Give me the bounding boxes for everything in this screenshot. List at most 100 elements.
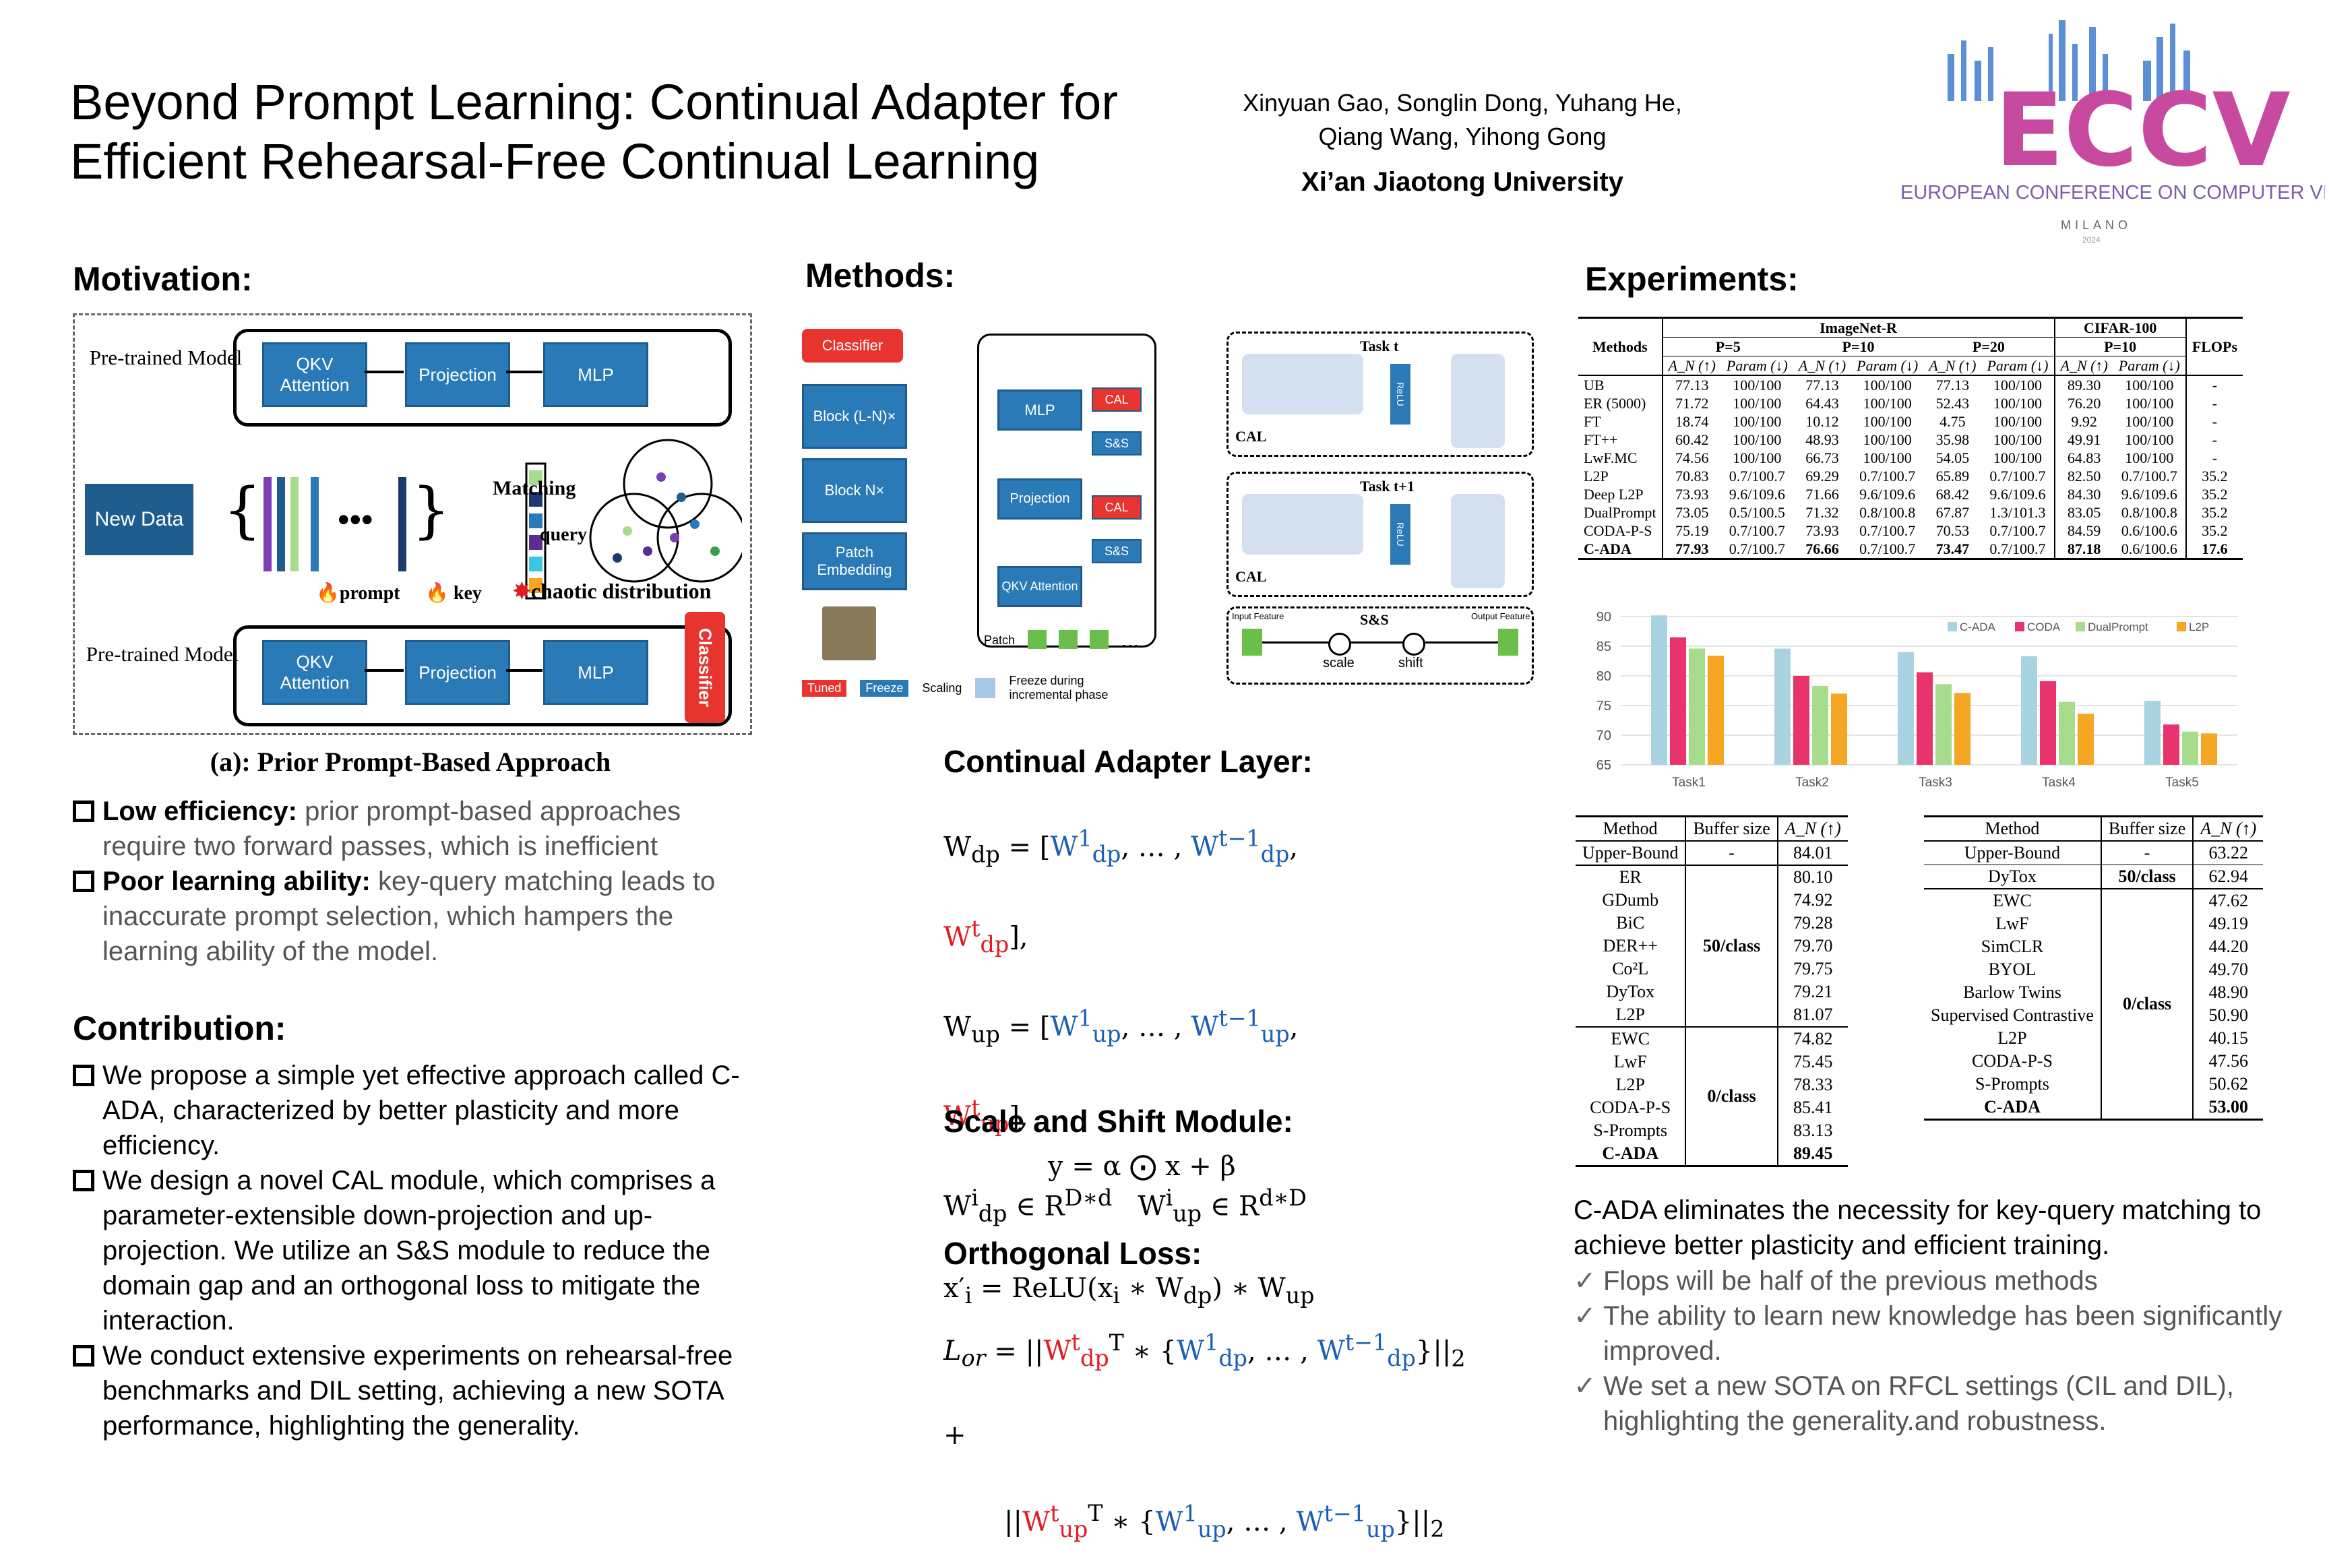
y-tick-label: 80 bbox=[1596, 669, 1611, 684]
flame-icon: 🔥 bbox=[425, 583, 454, 604]
task-t1-panel: Task t+1 ReLU CAL bbox=[1226, 472, 1534, 597]
eccv-year: 2024 bbox=[2082, 235, 2101, 245]
patch-label: Patch bbox=[984, 633, 1016, 647]
mlp-block-top: MLP bbox=[543, 342, 648, 407]
bar-c-ada bbox=[1898, 652, 1914, 765]
or-heading: Orthogonal Loss: bbox=[943, 1236, 1202, 1271]
poster-title: Beyond Prompt Learning: Continual Adapte… bbox=[70, 74, 1118, 189]
diagram-caption: (a): Prior Prompt-Based Approach bbox=[210, 747, 611, 777]
x-tick-label: Task3 bbox=[1919, 776, 1952, 790]
svg-text:{: { bbox=[223, 475, 261, 546]
wdp-equation: Wdp = [W1dp, … , Wt−1dp, Wtdp], bbox=[943, 825, 1298, 958]
ss-box-bottom: S&S bbox=[1092, 539, 1142, 563]
matching-label: Matching bbox=[493, 477, 576, 499]
bar-dualprompt bbox=[1935, 684, 1952, 765]
ss-heading: Scale and Shift Module: bbox=[943, 1104, 1293, 1139]
eccv-city: MILANO bbox=[2061, 218, 2132, 232]
experiments-summary: C-ADA eliminates the necessity for key-q… bbox=[1574, 1195, 2262, 1260]
cat-image bbox=[822, 606, 876, 660]
ss-box-top: S&S bbox=[1092, 431, 1142, 456]
bar-c-ada bbox=[1651, 615, 1667, 765]
legend-swatch bbox=[2076, 622, 2085, 631]
check-item: The ability to learn new knowledge has b… bbox=[1574, 1298, 2315, 1369]
burst-icon: ✸ bbox=[513, 579, 531, 603]
bar-l2p bbox=[2201, 733, 2217, 765]
contribution-heading: Contribution: bbox=[73, 1009, 286, 1047]
pretrained-label-bottom: Pre-trained Model bbox=[86, 642, 239, 666]
contribution-item: We design a novel CAL module, which comp… bbox=[73, 1163, 767, 1338]
cal-heading: Continual Adapter Layer: bbox=[943, 744, 1313, 779]
cil-results-table: Methods ImageNet-R CIFAR-100 FLOPs P=5 P… bbox=[1578, 317, 2243, 560]
check-item: Flops will be half of the previous metho… bbox=[1574, 1263, 2315, 1298]
legend-swatch bbox=[2015, 622, 2024, 631]
legend-scaling: Scaling bbox=[922, 681, 962, 695]
cal-box-bottom: CAL bbox=[1092, 495, 1142, 520]
y-tick-label: 75 bbox=[1596, 699, 1611, 714]
relu-equation: x′i = ReLU(xi ∗ Wdp) ∗ Wup bbox=[943, 1272, 1315, 1309]
contribution-item: We conduct extensive experiments on rehe… bbox=[73, 1338, 767, 1443]
flame-icon: 🔥 bbox=[316, 583, 340, 604]
authors: Xinyuan Gao, Songlin Dong, Yuhang He, Qi… bbox=[1243, 89, 1682, 150]
bar-coda bbox=[1670, 637, 1686, 765]
eccv-wordmark: ECCV bbox=[1995, 72, 2291, 189]
methods-heading: Methods: bbox=[805, 257, 956, 294]
experiments-checks: Flops will be half of the previous metho… bbox=[1574, 1263, 2315, 1439]
legend-tuned: Tuned bbox=[802, 679, 847, 697]
legend-label: DualPrompt bbox=[2088, 621, 2148, 633]
contribution-bullets: We propose a simple yet effective approa… bbox=[73, 1058, 767, 1443]
bar-l2p bbox=[2078, 714, 2094, 765]
legend-label: L2P bbox=[2189, 621, 2209, 633]
legend-label: C-ADA bbox=[1960, 621, 1996, 633]
proj-block-top: Projection bbox=[405, 342, 510, 407]
or-equation: Lor = ||WtdpT ∗ {W1dp, … , Wt−1dp}||2 + … bbox=[943, 1329, 1466, 1542]
svg-text:}: } bbox=[412, 475, 450, 546]
bar-coda bbox=[1793, 676, 1809, 765]
legend-freeze-phase: Freeze during incremental phase bbox=[1009, 674, 1109, 701]
bar-l2p bbox=[1831, 693, 1847, 765]
mlp-block-bottom: MLP bbox=[543, 640, 648, 705]
svg-text:•••: ••• bbox=[338, 501, 373, 538]
task-t-panel: Task t ReLU CAL bbox=[1226, 332, 1534, 457]
prompt-label: 🔥prompt bbox=[316, 583, 400, 604]
x-tick-label: Task2 bbox=[1795, 776, 1829, 790]
bar-c-ada bbox=[2021, 656, 2037, 765]
y-tick-label: 70 bbox=[1596, 728, 1611, 743]
classifier-box: Classifier bbox=[802, 329, 903, 363]
eccv-logo: ECCV EUROPEAN CONFERENCE ON COMPUTER VIS… bbox=[1887, 7, 2329, 249]
method-architecture-diagram: Classifier Block (L-N)× Block N× Patch E… bbox=[795, 317, 1536, 708]
cal-box-top: CAL bbox=[1092, 387, 1142, 412]
dil-results-table: Method Buffer size A_N (↑) Upper-Bound -… bbox=[1576, 815, 1848, 1167]
y-tick-label: 65 bbox=[1596, 758, 1611, 773]
ss-equation: y = α ⨀ x + β bbox=[1048, 1151, 1236, 1182]
patch-tokens: … bbox=[1028, 630, 1140, 652]
experiments-heading: Experiments: bbox=[1585, 260, 1799, 298]
bar-coda bbox=[1917, 672, 1933, 765]
prompt-approach-diagram: Pre-trained Model QKV Attention Projecti… bbox=[73, 313, 752, 735]
table-row: DER++79.70 bbox=[1603, 936, 1833, 955]
methods-legend: Tuned Freeze Scaling Freeze during incre… bbox=[802, 674, 1130, 702]
eccv-subtitle: EUROPEAN CONFERENCE ON COMPUTER VISION bbox=[1900, 182, 2325, 203]
classifier-block: Classifier bbox=[685, 612, 725, 723]
wup-equation: Wup = [W1up, … , Wt−1up, Wtup], bbox=[943, 1005, 1299, 1137]
prompt-pool-graphic: { ••• } bbox=[223, 439, 742, 600]
ss-panel: Input Feature Output Feature S&S scale s… bbox=[1226, 606, 1534, 685]
